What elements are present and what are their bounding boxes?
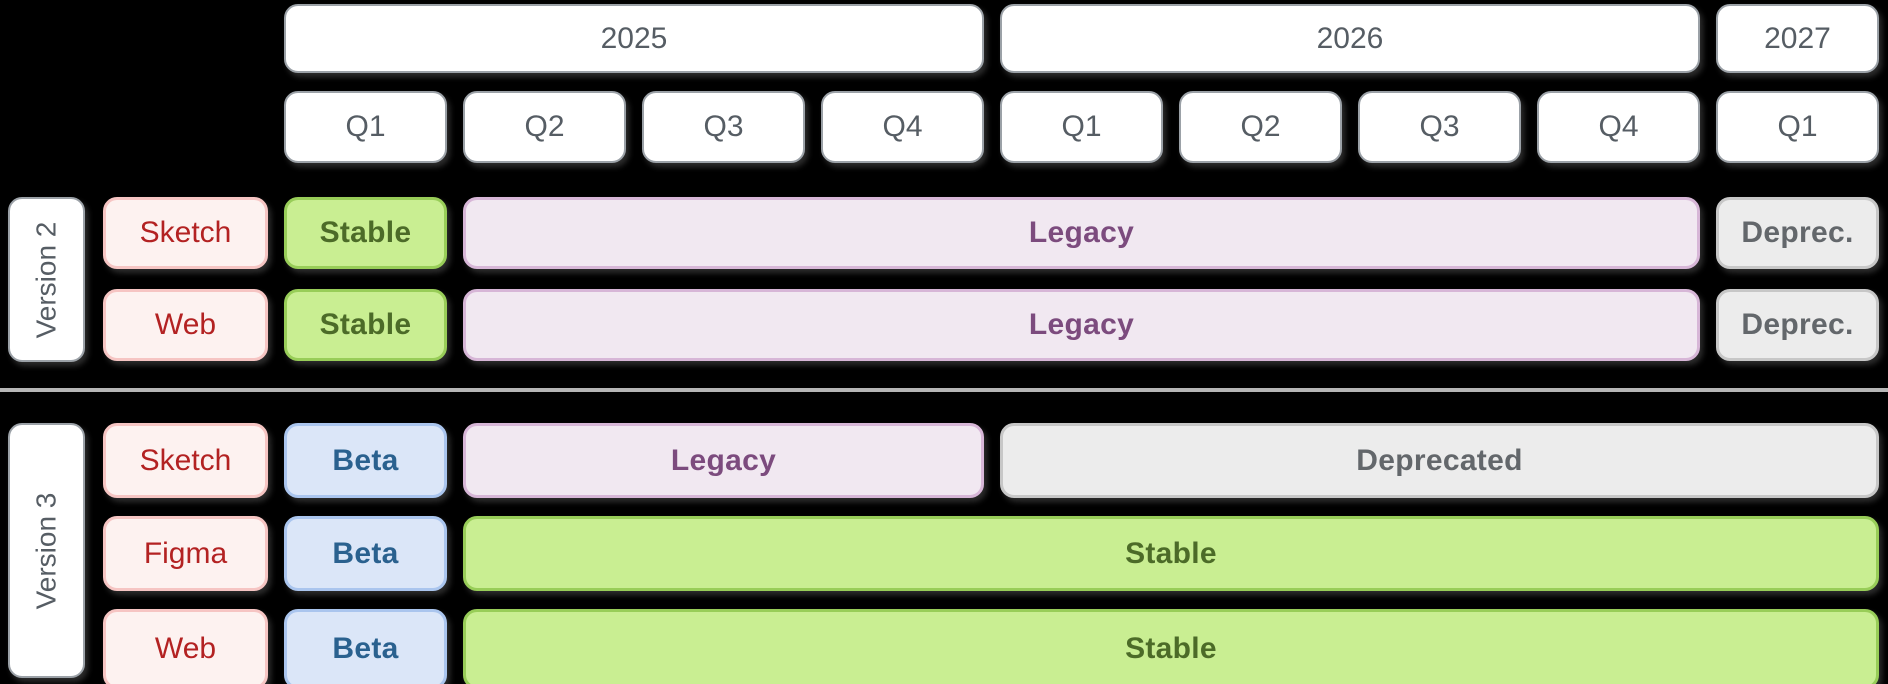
status-label: Legacy	[670, 443, 777, 477]
status-segment-deprecated: Deprec.	[1716, 197, 1879, 269]
section-divider	[0, 388, 1888, 392]
quarter-label: Q3	[703, 110, 744, 143]
status-label: Stable	[1125, 536, 1217, 570]
quarter-header: Q3	[642, 91, 805, 163]
status-segment-beta: Beta	[284, 516, 447, 591]
product-name: Web	[154, 308, 217, 341]
status-segment-legacy: Legacy	[463, 423, 984, 498]
quarter-header: Q2	[463, 91, 626, 163]
quarter-label: Q1	[1777, 110, 1818, 143]
quarter-label: Q4	[882, 110, 923, 143]
version-tab-label: Version 2	[30, 221, 62, 338]
quarter-header: Q4	[1537, 91, 1700, 163]
year-label: 2026	[1316, 21, 1384, 55]
status-segment-legacy: Legacy	[463, 197, 1700, 269]
quarter-label: Q2	[524, 110, 565, 143]
quarter-header: Q1	[284, 91, 447, 163]
status-label: Stable	[1125, 632, 1217, 665]
status-segment-stable: Stable	[284, 289, 447, 361]
status-label: Beta	[332, 536, 399, 570]
status-label: Stable	[319, 216, 412, 249]
status-label: Legacy	[1028, 308, 1135, 341]
year-header: 2026	[1000, 4, 1700, 73]
product-label: Sketch	[103, 423, 268, 498]
status-label: Stable	[319, 308, 412, 341]
quarter-label: Q4	[1598, 110, 1639, 143]
year-label: 2027	[1764, 21, 1831, 55]
quarter-label: Q2	[1240, 110, 1281, 143]
status-segment-stable: Stable	[284, 197, 447, 269]
quarter-label: Q1	[1061, 110, 1102, 143]
product-name: Figma	[143, 536, 228, 570]
quarter-label: Q3	[1419, 110, 1460, 143]
quarter-label: Q1	[345, 110, 386, 143]
status-label: Deprec.	[1741, 308, 1854, 341]
status-label: Legacy	[1028, 216, 1135, 249]
product-label: Web	[103, 289, 268, 361]
year-header: 2027	[1716, 4, 1879, 73]
product-name: Sketch	[139, 443, 232, 477]
version-tab: Version 3	[8, 423, 85, 678]
quarter-header: Q1	[1716, 91, 1879, 163]
product-label: Web	[103, 609, 268, 684]
status-segment-deprecated: Deprec.	[1716, 289, 1879, 361]
status-label: Beta	[332, 443, 399, 477]
year-header: 2025	[284, 4, 984, 73]
status-segment-deprecated: Deprecated	[1000, 423, 1879, 498]
quarter-header: Q1	[1000, 91, 1163, 163]
year-label: 2025	[600, 21, 668, 55]
status-label: Deprecated	[1356, 443, 1523, 477]
product-name: Web	[154, 632, 217, 665]
status-label: Deprec.	[1741, 216, 1854, 249]
product-label: Figma	[103, 516, 268, 591]
product-label: Sketch	[103, 197, 268, 269]
status-segment-beta: Beta	[284, 609, 447, 684]
quarter-header: Q3	[1358, 91, 1521, 163]
version-tab-label: Version 3	[30, 492, 62, 609]
status-label: Beta	[332, 632, 399, 665]
status-segment-legacy: Legacy	[463, 289, 1700, 361]
status-segment-beta: Beta	[284, 423, 447, 498]
version-tab: Version 2	[8, 197, 85, 362]
product-name: Sketch	[139, 216, 232, 249]
status-segment-stable: Stable	[463, 516, 1879, 591]
quarter-header: Q4	[821, 91, 984, 163]
quarter-header: Q2	[1179, 91, 1342, 163]
status-segment-stable: Stable	[463, 609, 1879, 684]
